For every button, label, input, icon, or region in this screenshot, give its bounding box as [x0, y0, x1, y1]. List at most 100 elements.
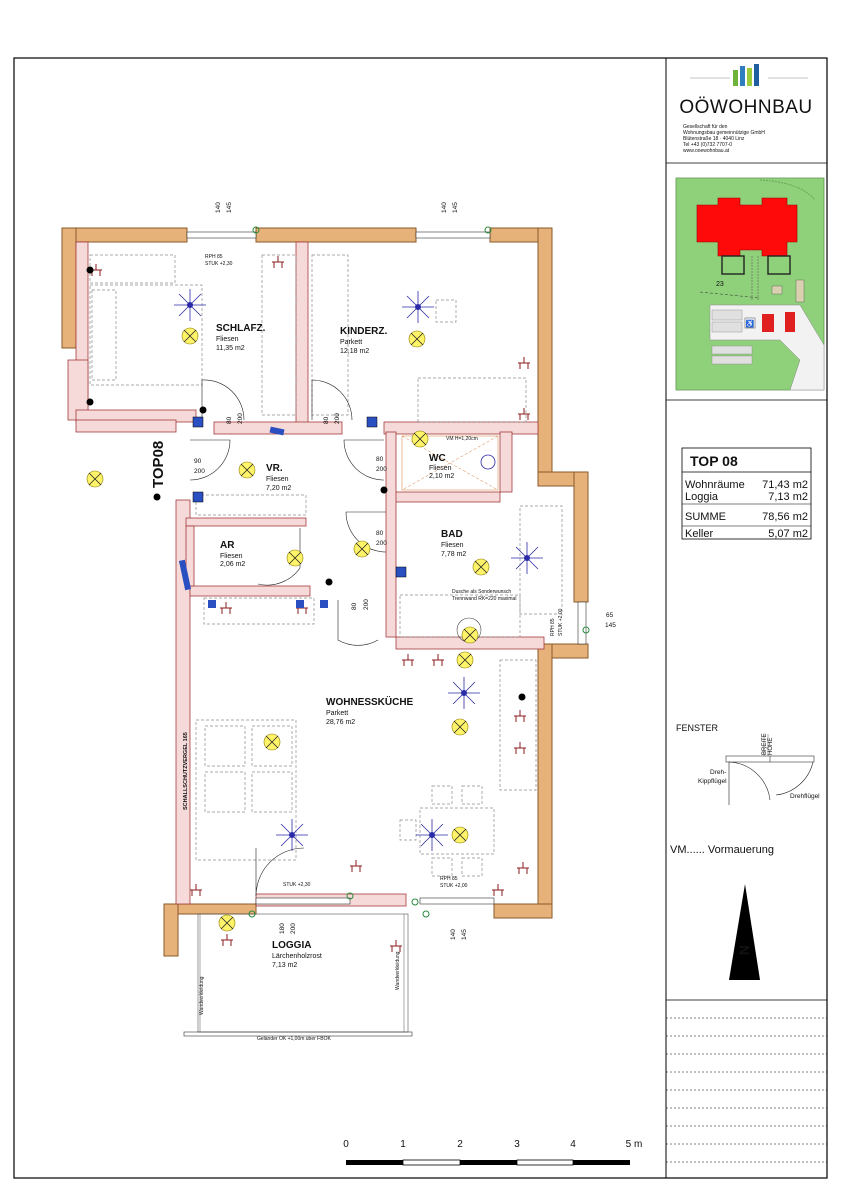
dim-door: 200: [194, 468, 205, 475]
room-area: 11,35 m2: [216, 345, 245, 352]
room-floor: Fliesen: [216, 336, 239, 343]
socket-icon: [350, 860, 362, 872]
area-value-loggia: 7,13 m2: [768, 491, 808, 503]
dim-window: 145: [605, 622, 616, 629]
brand-name: OÖWOHNBAU: [679, 97, 812, 118]
unit-plan-label: TOP08: [150, 441, 167, 488]
window-height-label: HÖHE: [767, 738, 774, 755]
room-bad: BAD Fliesen 7,78 m2: [441, 529, 466, 558]
dim-door: 80: [376, 530, 384, 537]
light-outlet-icon: [276, 819, 308, 851]
socket-icon: [221, 934, 233, 946]
scale-label-3: 3: [514, 1139, 520, 1150]
room-area: 2,06 m2: [220, 561, 245, 568]
socket-icon: [492, 884, 504, 896]
socket-icon: [190, 884, 202, 896]
ceiling-lamp-icon: [456, 651, 474, 669]
ceiling-lamp-icon: [472, 558, 490, 576]
scale-label-2: 2: [457, 1139, 463, 1150]
ceiling-lamp-icon: [451, 718, 469, 736]
sockets: [90, 256, 530, 952]
brand-address-2: Wohnungsbau gemeinnützige GmbH: [683, 130, 765, 136]
note-shower: Dusche als Sonderwunsch: [452, 589, 511, 595]
brand-address-3: Blütenstraße 18 · 4040 Linz: [683, 136, 745, 142]
switch-icon: [86, 266, 94, 274]
note-vm-wc: VM H=1,20cm: [446, 436, 478, 442]
dim-door: 80: [323, 416, 330, 424]
brand-address-5: www.ooewohnbau.at: [683, 148, 730, 154]
note-wall-right: Wandverkleidung: [395, 951, 401, 990]
dim-window: 140: [215, 202, 222, 213]
dim-door: 80: [351, 602, 358, 610]
socket-icon: [390, 940, 402, 952]
ceiling-lamp-icon: [451, 826, 469, 844]
ceiling-lamp-icon: [218, 914, 236, 932]
scale-bar: 0 1 2 3 4 5 m: [343, 1139, 642, 1166]
window-left-caption: Dreh-: [710, 769, 726, 776]
window-handle-icon: [248, 910, 256, 918]
switch-icon: [199, 406, 207, 414]
room-area: 7,13 m2: [272, 962, 297, 969]
unit-title: TOP 08: [690, 453, 738, 469]
party-wall-label: SCHALLSCHUTZVERGEL 165: [183, 732, 189, 810]
ceiling-lamp-icon: [353, 540, 371, 558]
dim-door: 200: [376, 540, 387, 547]
switches: [86, 266, 526, 701]
room-name: BAD: [441, 529, 463, 540]
junction-box-icon: [192, 491, 204, 503]
svg-text:♿: ♿: [746, 319, 755, 328]
area-label-summe: SUMME: [685, 511, 726, 523]
socket-icon: [432, 654, 444, 666]
ceiling-lamps: [86, 327, 490, 932]
scale-label-4: 4: [570, 1139, 576, 1150]
area-label-loggia: Loggia: [685, 491, 719, 503]
room-floor: Fliesen: [429, 465, 452, 472]
dim-window: 65: [606, 612, 614, 619]
room-area: 28,76 m2: [326, 719, 355, 726]
site-plan: ♿ 23: [675, 177, 825, 391]
switch-icon: [153, 493, 161, 501]
room-floor: Lärchenholzrost: [272, 953, 322, 960]
junction-box-icon: [366, 416, 378, 428]
note-rph-2: RPH 85: [440, 876, 458, 882]
light-outlet-icon: [511, 542, 543, 574]
dim-window: 145: [461, 929, 468, 940]
socket-icon: [402, 654, 414, 666]
light-outlets: [174, 289, 543, 851]
window-width-label: BREITE: [762, 733, 768, 755]
sheet-border: [13, 57, 828, 1179]
room-vr: VR. Fliesen 7,20 m2: [266, 463, 291, 492]
ceiling-lamp-icon: [181, 327, 199, 345]
ceiling-lamp-icon: [411, 430, 429, 448]
exterior-walls: [61, 227, 589, 957]
switch-icon: [380, 486, 388, 494]
ceiling-lamp-icon: [286, 549, 304, 567]
area-value-wohnraeume: 71,43 m2: [762, 479, 808, 491]
ceiling-lamp-icon: [408, 330, 426, 348]
room-name: WOHNESSKÜCHE: [326, 695, 414, 708]
dimensions: 140 145 140 145 80 200 80 200 90 200 80 …: [194, 202, 616, 940]
window-handle-icon: [422, 910, 430, 918]
dim-door: 200: [376, 466, 387, 473]
dim-window: 140: [450, 929, 457, 940]
room-wc: WC Fliesen 2,10 m2: [429, 453, 454, 480]
socket-icon: [517, 862, 529, 874]
room-ar: AR Fliesen 2,06 m2: [220, 540, 245, 568]
socket-icon: [272, 256, 284, 268]
junction-box-icon: [192, 416, 204, 428]
light-outlet-icon: [174, 289, 206, 321]
area-value-keller: 5,07 m2: [768, 528, 808, 540]
dim-window: 145: [452, 202, 459, 213]
scale-label-0: 0: [343, 1139, 349, 1150]
window-handle-icon: [411, 898, 419, 906]
room-area: 7,78 m2: [441, 551, 466, 558]
ceiling-lamp-icon: [86, 470, 104, 488]
dim-door: 90: [194, 458, 202, 465]
note-railing: Geländer OK +1,00m über FBOK: [257, 1036, 331, 1042]
room-name: WC: [429, 453, 446, 464]
room-labels: SCHLAFZ. Fliesen 11,35 m2 KINDERZ. Parke…: [216, 323, 466, 969]
room-area: 12,18 m2: [340, 348, 369, 355]
abbrev-note: VM...... Vormauerung: [670, 844, 774, 856]
area-value-summe: 78,56 m2: [762, 511, 808, 523]
